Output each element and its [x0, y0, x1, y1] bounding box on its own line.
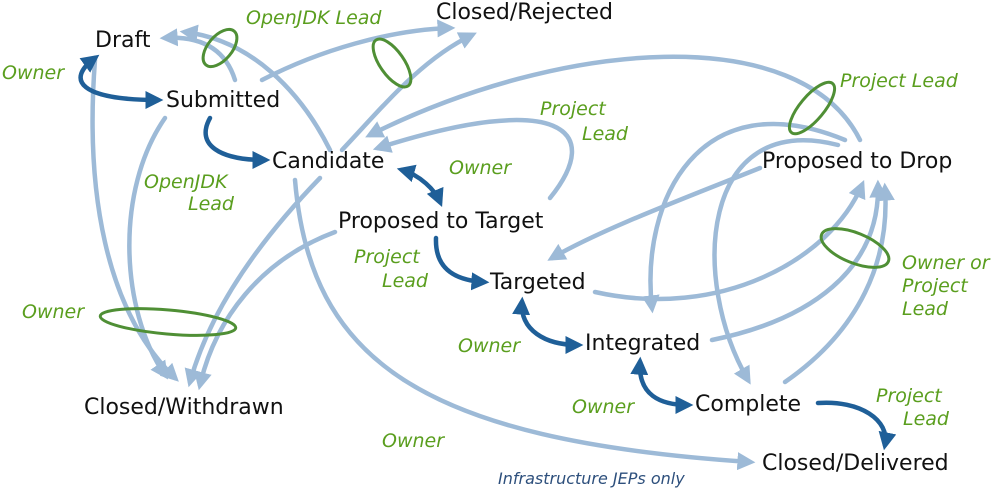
role-project-lead-delivered-line1: Project: [876, 385, 943, 407]
ellipse-openjdk-lead-top: [201, 27, 239, 69]
role-openjdk-lead-top: OpenJDK Lead: [246, 7, 382, 29]
state-closed-delivered: Closed/Delivered: [762, 451, 949, 476]
state-draft: Draft: [95, 28, 151, 53]
role-project-lead-drop: Project Lead: [840, 70, 959, 92]
role-owner-or-project-lead-line2: Project: [902, 275, 969, 297]
arrow-candidate-to-closed-delivered: [292, 177, 756, 471]
ellipse-closed-rejected-group: [371, 37, 413, 89]
role-owner-candidate: Owner: [449, 157, 512, 179]
arrow-submitted-to-closed-withdrawn: [127, 115, 169, 380]
state-proposed-to-target: Proposed to Target: [338, 209, 544, 234]
role-project-lead-candidate-line2: Lead: [582, 123, 629, 145]
state-proposed-to-drop: Proposed to Drop: [762, 149, 952, 174]
role-owner-or-project-lead-line3: Lead: [902, 298, 949, 320]
state-candidate: Candidate: [272, 149, 384, 174]
arrow-candidate-proposed-target: [396, 164, 444, 207]
state-labels: Draft Closed/Rejected Submitted Candidat…: [84, 0, 952, 476]
role-project-lead-targeted-line2: Lead: [382, 270, 429, 292]
state-targeted: Targeted: [489, 270, 586, 295]
arrow-candidate-to-closed-rejected: [339, 32, 477, 153]
state-closed-rejected: Closed/Rejected: [436, 0, 613, 25]
role-group-ellipses: [98, 27, 891, 337]
arrow-complete-to-closed-delivered: [815, 400, 897, 451]
arrow-proposed-drop-to-complete: [712, 138, 841, 385]
arrow-complete-to-proposed-drop: [782, 182, 895, 385]
note-infrastructure-jeps-only: Infrastructure JEPs only: [498, 469, 685, 488]
arrow-proposed-drop-to-candidate: [365, 54, 863, 143]
arrow-integrated-to-proposed-drop: [709, 179, 888, 343]
state-closed-withdrawn: Closed/Withdrawn: [84, 395, 284, 420]
arrow-submitted-to-candidate: [203, 115, 271, 169]
ellipse-owner-withdrawn: [98, 307, 238, 337]
dark-transitions: [78, 54, 897, 451]
role-project-lead-candidate-line1: Project: [540, 98, 607, 120]
arrow-submitted-to-draft: [159, 28, 238, 83]
arrow-proposed-target-to-closed-withdrawn: [194, 229, 338, 391]
arrow-proposed-target-to-candidate: [372, 117, 575, 201]
role-project-lead-targeted-line1: Project: [354, 246, 421, 268]
ellipse-owner-or-project-lead: [819, 227, 891, 269]
role-owner-or-project-lead-line1: Owner or: [902, 252, 991, 274]
arrow-proposed-drop-to-integrated: [641, 121, 848, 314]
ellipse-project-lead-drop: [787, 80, 837, 136]
role-project-lead-delivered-line2: Lead: [903, 408, 950, 430]
arrow-candidate-to-draft: [179, 24, 333, 153]
role-openjdk-lead-candidate-line1: OpenJDK: [144, 171, 229, 193]
state-integrated: Integrated: [585, 331, 700, 356]
light-transitions: [90, 19, 895, 471]
role-labels: OpenJDK Lead Owner Project Lead Project …: [2, 7, 991, 452]
role-owner-complete: Owner: [572, 396, 635, 418]
arrow-draft-submitted: [78, 54, 164, 109]
state-complete: Complete: [695, 392, 801, 417]
arrow-proposed-target-to-targeted: [433, 235, 490, 291]
state-submitted: Submitted: [166, 88, 280, 113]
role-openjdk-lead-candidate-line2: Lead: [188, 193, 235, 215]
arrow-integrated-complete: [630, 356, 694, 414]
role-owner-delivered: Owner: [382, 430, 445, 452]
role-owner-withdrawn: Owner: [22, 301, 85, 323]
role-owner-draft: Owner: [2, 62, 65, 84]
arrow-submitted-to-closed-rejected: [259, 19, 456, 83]
arrow-targeted-integrated: [512, 296, 584, 354]
role-owner-targeted: Owner: [458, 335, 521, 357]
